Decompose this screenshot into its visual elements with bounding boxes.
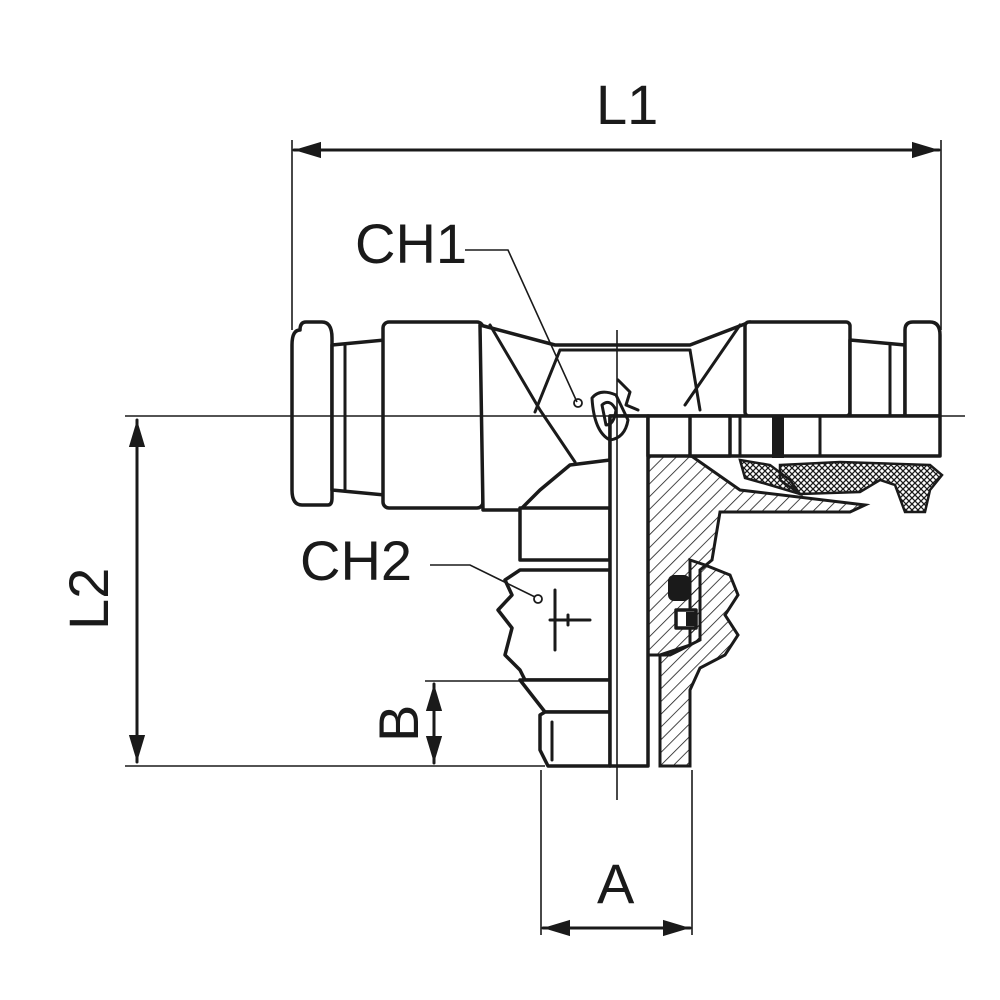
label-b: B: [367, 705, 430, 742]
leader-ch1: CH1: [355, 212, 583, 408]
label-l2: L2: [57, 568, 120, 630]
brand-logo-icon: [590, 378, 640, 442]
dimension-l2: L2: [57, 415, 545, 767]
dimension-b: B: [367, 680, 520, 765]
label-ch2: CH2: [300, 529, 412, 592]
dimension-l1: L1: [291, 73, 942, 330]
label-a: A: [597, 852, 635, 915]
centre-lines: [272, 330, 965, 800]
label-ch1: CH1: [355, 212, 467, 275]
dimension-a: A: [540, 770, 693, 937]
label-l1: L1: [596, 73, 658, 136]
leader-ch2: CH2: [300, 529, 543, 604]
